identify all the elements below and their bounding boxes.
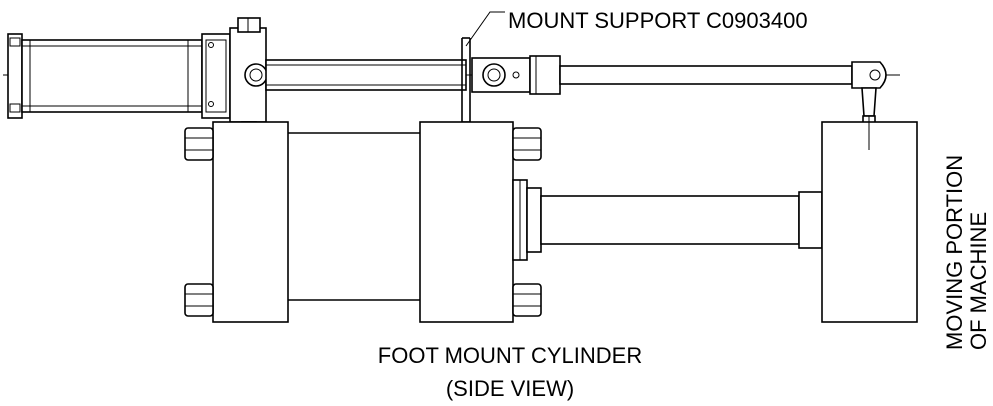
- air-cylinder-barrel: [21, 39, 203, 113]
- cylinder-left-head: [212, 121, 289, 323]
- air-cylinder: [3, 17, 900, 145]
- air-cylinder-head: [201, 33, 231, 119]
- moving-machine-block: [821, 116, 918, 323]
- mount-support-label: MOUNT SUPPORT C0903400: [508, 8, 808, 33]
- caption-title: FOOT MOUNT CYLINDER: [378, 343, 642, 368]
- rod-nose: [529, 55, 561, 95]
- moving-portion-label-line2: OF MACHINE: [966, 212, 991, 350]
- clevis-pin: [244, 63, 268, 87]
- main-rod-end: [798, 191, 823, 249]
- foot-mount-cylinder: [184, 121, 823, 323]
- tie-rod-nut-bottom-right: [512, 283, 542, 317]
- tie-rod-nut-top-left: [184, 127, 214, 161]
- tie-rod-nut-bottom-left: [184, 283, 214, 317]
- main-piston-rod: [540, 195, 800, 245]
- moving-portion-label-line1: MOVING PORTION: [942, 155, 967, 350]
- cylinder-right-head: [419, 121, 514, 323]
- air-piston-rod: [559, 65, 853, 85]
- tie-rod-nut-top-right: [512, 127, 542, 161]
- rod-end-clevis: [851, 61, 887, 89]
- mount-support-leader: [465, 11, 505, 47]
- hanging-link: [861, 87, 877, 117]
- caption-subtitle: (SIDE VIEW): [446, 376, 574, 401]
